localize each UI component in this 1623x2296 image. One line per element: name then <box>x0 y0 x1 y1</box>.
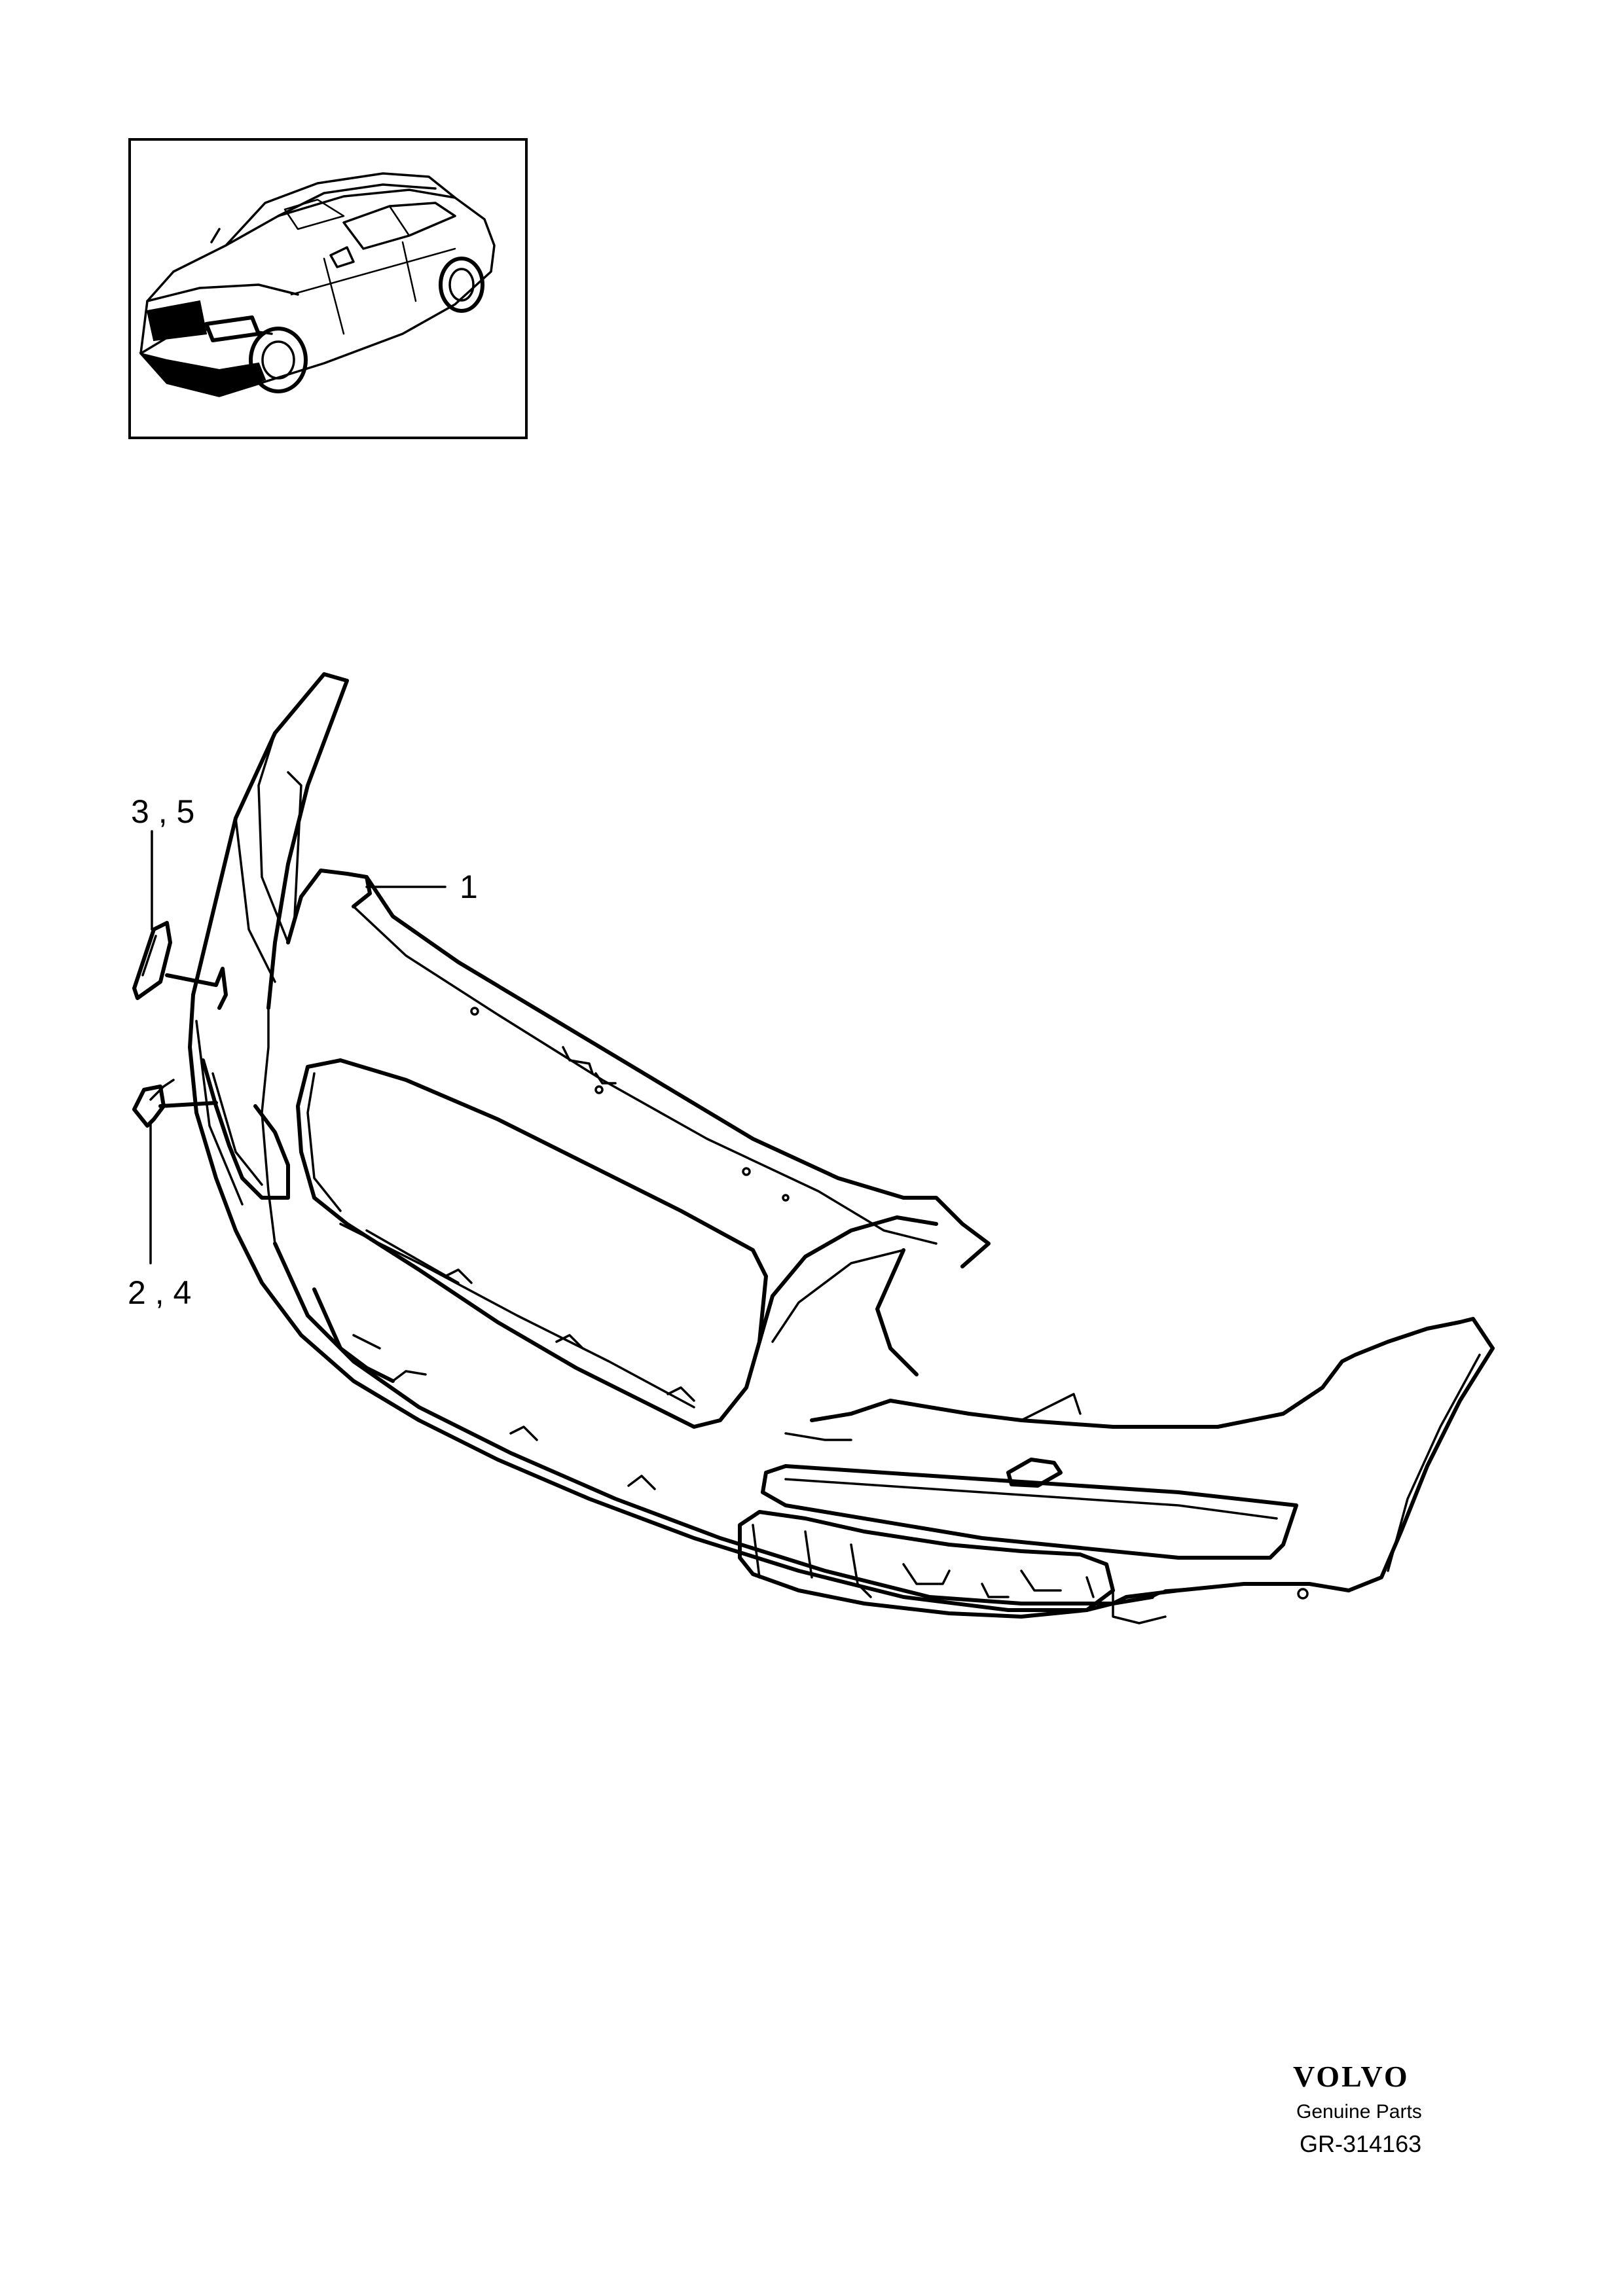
volvo-logo: VOLVO <box>1293 2060 1410 2093</box>
sedan-outline <box>139 172 496 397</box>
diagram-reference-code: GR-314163 <box>1300 2130 1422 2157</box>
callout-part-1: 1 <box>460 869 478 905</box>
genuine-parts-label: Genuine Parts <box>1296 2101 1422 2123</box>
callout-part-2-4: 2 , 4 <box>128 1274 192 1311</box>
bumper-cover <box>188 672 1495 1624</box>
vehicle-overview-thumbnail <box>128 138 528 439</box>
washer-cover-lower <box>132 1079 218 1128</box>
washer-cover-upper <box>132 921 228 1010</box>
callout-part-3-5: 3 , 5 <box>131 793 195 830</box>
